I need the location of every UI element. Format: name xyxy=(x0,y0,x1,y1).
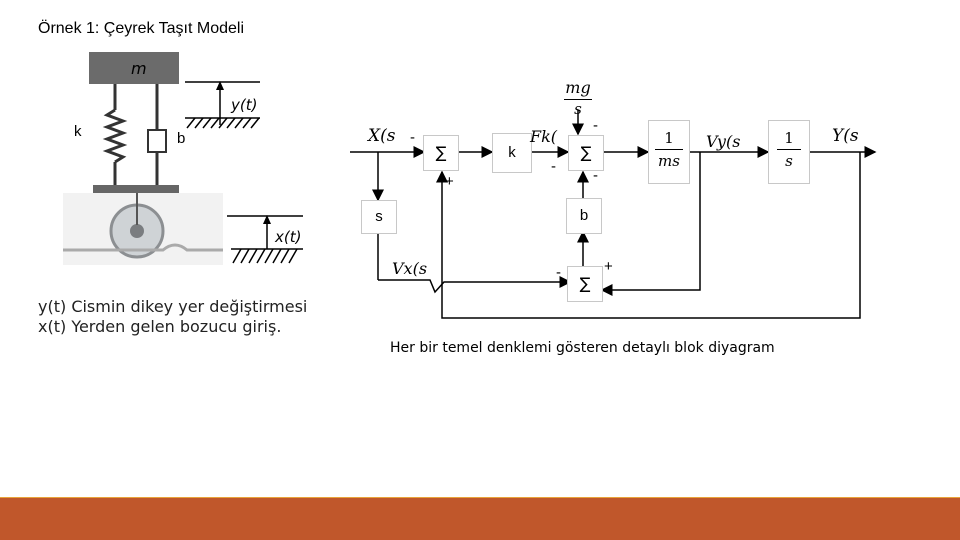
mass-label: m xyxy=(131,59,147,78)
wire-vy-feedback xyxy=(608,152,701,291)
mass-block xyxy=(89,52,179,84)
b-block: b xyxy=(566,198,602,234)
sum3-minus: - xyxy=(556,264,561,281)
sum-symbol-2: ∑ xyxy=(580,143,592,162)
slide-title: Örnek 1: Çeyrek Taşıt Modeli xyxy=(38,20,245,37)
footer-bar xyxy=(0,498,960,540)
legend-line-y: y(t) Cismin dikey yer değiştirmesi xyxy=(38,297,308,316)
output-label: Y(s xyxy=(832,126,859,146)
mg-numerator: mg xyxy=(565,78,591,97)
one-over-ms-block: 1 ms xyxy=(648,120,690,184)
sum-symbol-1: ∑ xyxy=(435,143,447,162)
spring-label: k xyxy=(74,123,82,140)
sum-junction-2: ∑ xyxy=(568,135,604,171)
fk-label: Fk( xyxy=(530,127,558,146)
sum2-minus-bottom: - xyxy=(593,167,598,184)
spring xyxy=(102,84,128,185)
s-block: s xyxy=(361,200,397,234)
diagram-caption: Her bir temel denklemi gösteren detaylı … xyxy=(390,340,775,356)
block-diagram-wiring xyxy=(350,110,877,319)
y-hatch xyxy=(186,117,260,129)
sum-junction-1: ∑ xyxy=(423,135,459,171)
vy-label: Vy(s xyxy=(706,132,741,151)
sum1-plus: + xyxy=(445,173,454,190)
k-block: k xyxy=(492,133,532,173)
road-bump xyxy=(63,243,223,252)
x-hatch xyxy=(232,248,298,264)
sum3-plus: + xyxy=(604,258,613,275)
one-over-s-block: 1 s xyxy=(768,120,810,184)
mg-denominator: s xyxy=(574,100,582,118)
vx-label: Vx(s xyxy=(392,259,428,278)
k-block-label: k xyxy=(508,144,516,161)
wheel-hub xyxy=(130,224,144,238)
sum2-minus-left: - xyxy=(551,158,556,175)
sum-junction-3: ∑ xyxy=(567,266,603,302)
wire-y-feedback xyxy=(441,152,861,319)
chassis-plate xyxy=(93,185,179,193)
b-block-label: b xyxy=(579,207,589,224)
mg-fraction-bar xyxy=(564,99,592,100)
damper xyxy=(147,84,167,185)
x-label: x(t) xyxy=(274,228,301,246)
legend: y(t) Cismin dikey yer değiştirmesi x(t) … xyxy=(38,297,307,337)
s-block-label: s xyxy=(375,208,383,225)
sum1-minus: - xyxy=(410,129,415,146)
legend-line-x: x(t) Yerden gelen bozucu giriş. xyxy=(38,317,282,336)
wire-vx xyxy=(378,279,562,294)
ms-num: 1 xyxy=(664,129,674,147)
quarter-car-illustration: m y(t) x(t) xyxy=(63,52,303,265)
sum2-minus-top: - xyxy=(593,117,598,134)
s-den: s xyxy=(785,152,793,170)
input-label: X(s xyxy=(368,126,396,146)
y-label: y(t) xyxy=(230,96,257,114)
damper-label: b xyxy=(177,130,186,147)
ms-den: ms xyxy=(658,152,680,170)
s-num: 1 xyxy=(784,129,794,147)
sum-symbol-3: ∑ xyxy=(579,274,591,293)
